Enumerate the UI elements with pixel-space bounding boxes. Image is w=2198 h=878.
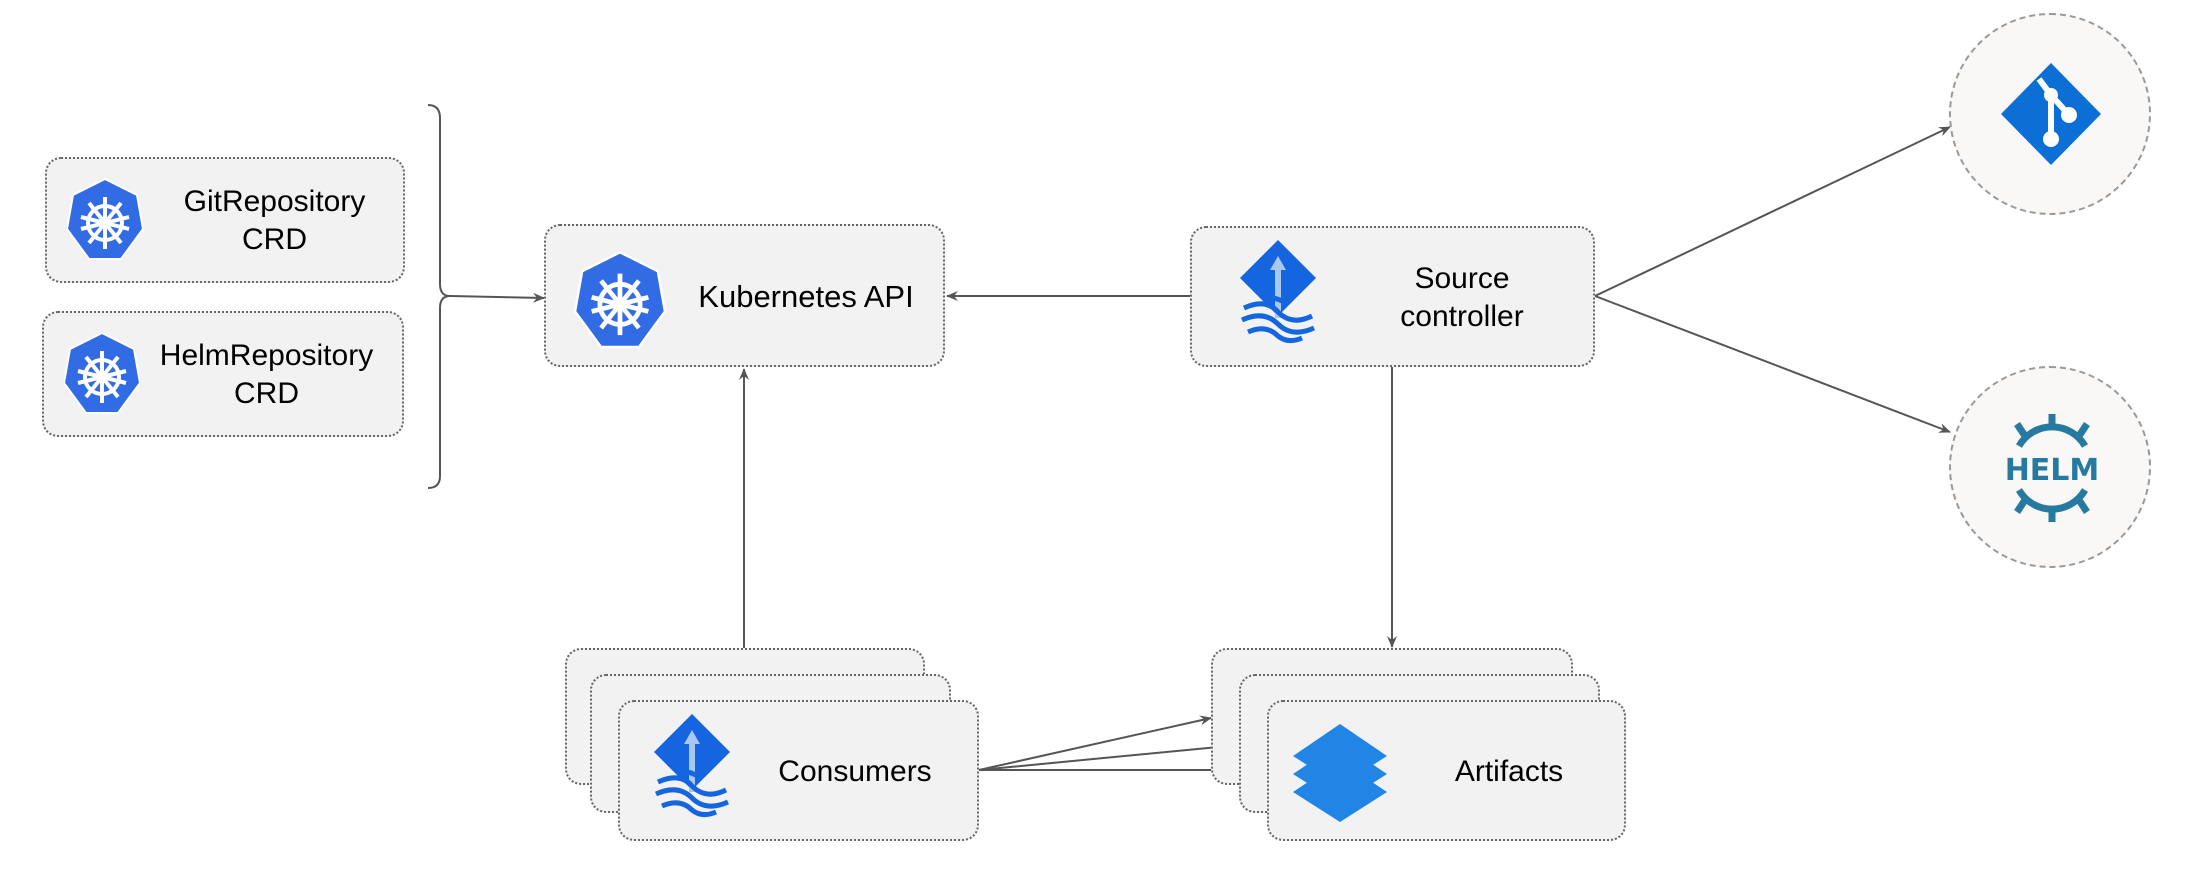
consumers-label: Consumers — [778, 755, 932, 788]
git-node — [1949, 13, 2151, 215]
helm-logo-text: HELM — [2005, 453, 2100, 488]
helm-repository-label: HelmRepository — [159, 339, 374, 372]
git-repository-label: GitRepository — [183, 185, 366, 218]
edge-consumers-to-artifact-2 — [978, 741, 1240, 771]
source-controller-sublabel: controller — [1400, 300, 1524, 333]
helm-node: HELM — [1949, 366, 2151, 568]
consumers-node: Consumers — [618, 700, 979, 841]
kubernetes-icon — [574, 251, 666, 349]
helm-icon: HELM — [2005, 414, 2100, 522]
artifacts-label: Artifacts — [1454, 755, 1564, 788]
edge-source-to-git — [1594, 126, 1951, 297]
helm-repository-crd-node: HelmRepository CRD — [42, 311, 404, 437]
git-repository-sublabel: CRD — [242, 223, 307, 256]
helm-repository-sublabel: CRD — [234, 377, 299, 410]
flux-icon — [654, 714, 730, 818]
edge-consumers-to-artifact-1 — [978, 715, 1212, 771]
git-repository-crd-node: GitRepository CRD — [45, 157, 405, 283]
git-icon — [2001, 63, 2101, 165]
source-controller-node: Source controller — [1190, 226, 1595, 367]
flux-icon — [1240, 240, 1316, 344]
source-controller-label: Source — [1414, 262, 1510, 295]
layers-icon — [1293, 724, 1387, 822]
edge-source-to-helm — [1594, 295, 1951, 433]
kubernetes-api-node: Kubernetes API — [544, 224, 945, 367]
edge-crds-to-api — [449, 292, 545, 303]
kubernetes-api-label: Kubernetes API — [698, 279, 914, 314]
artifacts-node: Artifacts — [1267, 700, 1626, 841]
kubernetes-icon — [67, 177, 143, 260]
kubernetes-icon — [64, 331, 140, 414]
crd-brace — [427, 104, 451, 489]
